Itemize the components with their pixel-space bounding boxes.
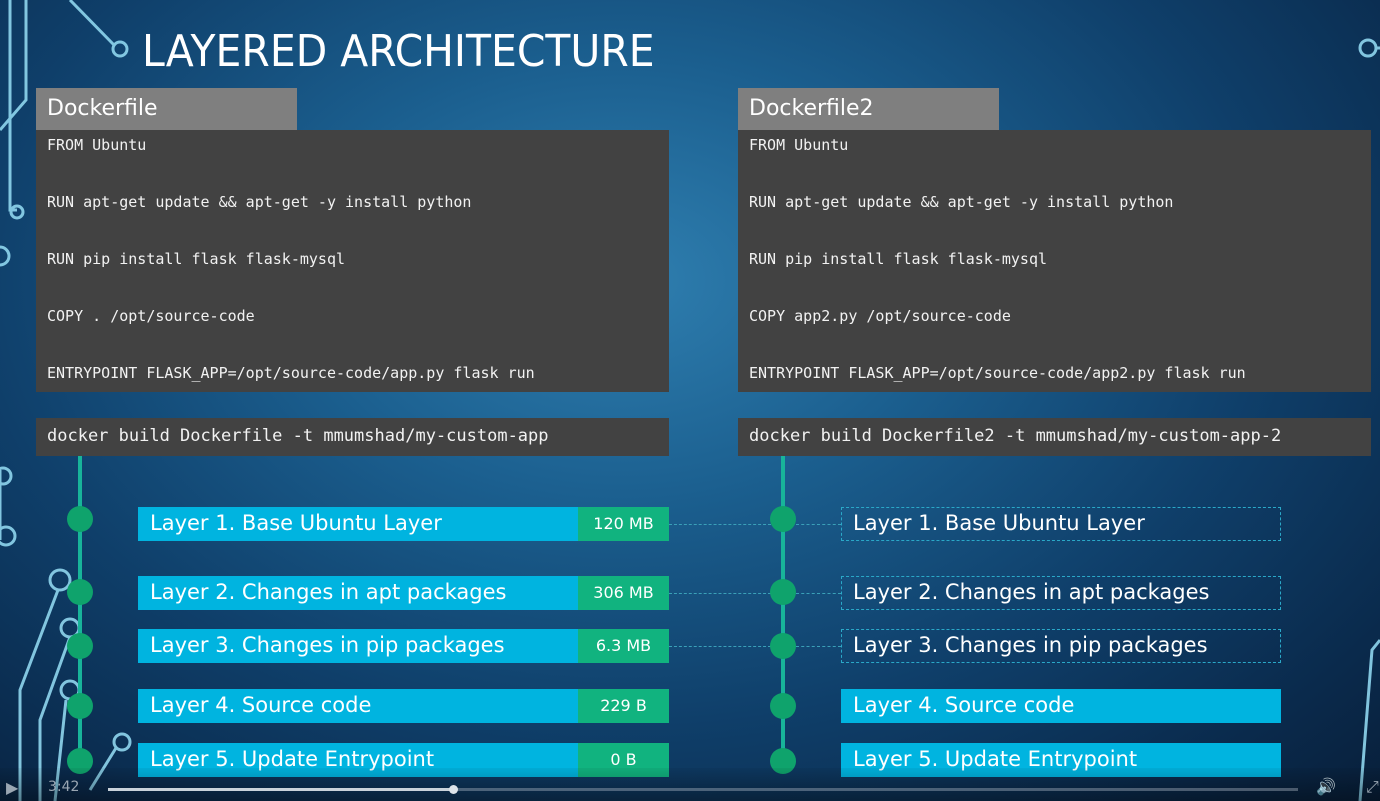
code-line: ENTRYPOINT FLASK_APP=/opt/source-code/ap… [47, 364, 535, 382]
progress-bar[interactable] [108, 788, 1298, 791]
cached-layer-label: Layer 1. Base Ubuntu Layer [841, 507, 1281, 541]
dockerfile2-tab: Dockerfile2 [738, 88, 999, 130]
cached-layer-label: Layer 3. Changes in pip packages [841, 629, 1281, 663]
layer-size: 0 B [578, 743, 669, 777]
build-command: docker build Dockerfile -t mmumshad/my-c… [36, 418, 669, 456]
code-line: RUN pip install flask flask-mysql [749, 250, 1048, 268]
layer-label: Layer 4. Source code [138, 689, 578, 723]
code-line: FROM Ubuntu [47, 136, 147, 154]
cached-layer-label: Layer 2. Changes in apt packages [841, 576, 1281, 610]
dockerfile2-code: FROM Ubuntu RUN apt-get update && apt-ge… [738, 130, 1371, 392]
code-line: ENTRYPOINT FLASK_APP=/opt/source-code/ap… [749, 364, 1246, 382]
layer-size: 229 B [578, 689, 669, 723]
layer-label: Layer 1. Base Ubuntu Layer [138, 507, 578, 541]
progress-handle[interactable] [449, 785, 459, 794]
layer-node [770, 579, 796, 605]
fullscreen-icon[interactable]: ⤢ [1366, 777, 1379, 796]
layer-node [67, 693, 93, 719]
slide-title: LAYERED ARCHITECTURE [142, 26, 655, 77]
cache-connector [796, 646, 841, 647]
code-line: FROM Ubuntu [749, 136, 849, 154]
playback-time: 3:42 [48, 779, 80, 795]
cache-connector [669, 593, 771, 594]
layer-node [770, 633, 796, 659]
layer-timeline [78, 456, 82, 768]
code-line: COPY . /opt/source-code [47, 307, 255, 325]
layer-label: Layer 4. Source code [841, 689, 1281, 723]
layer-label: Layer 3. Changes in pip packages [138, 629, 578, 663]
cache-connector [796, 593, 841, 594]
layer-node [770, 693, 796, 719]
dockerfile-tab: Dockerfile [36, 88, 297, 130]
code-line: RUN apt-get update && apt-get -y install… [749, 193, 1174, 211]
video-controls-bar [0, 768, 1380, 801]
layer-node [67, 506, 93, 532]
cache-connector [669, 524, 771, 525]
build-command-2: docker build Dockerfile2 -t mmumshad/my-… [738, 418, 1371, 456]
dockerfile-code: FROM Ubuntu RUN apt-get update && apt-ge… [36, 130, 669, 392]
layer-node [67, 633, 93, 659]
layer-timeline [781, 456, 785, 768]
layer-label: Layer 2. Changes in apt packages [138, 576, 578, 610]
layer-label: Layer 5. Update Entrypoint [841, 743, 1281, 777]
layer-node [67, 579, 93, 605]
volume-icon[interactable]: 🔊 [1316, 777, 1336, 796]
layer-size: 6.3 MB [578, 629, 669, 663]
layer-size: 306 MB [578, 576, 669, 610]
play-icon[interactable]: ▶ [6, 778, 19, 797]
code-line: RUN pip install flask flask-mysql [47, 250, 346, 268]
layer-node [770, 506, 796, 532]
layer-node [67, 748, 93, 774]
layer-node [770, 748, 796, 774]
code-line: RUN apt-get update && apt-get -y install… [47, 193, 472, 211]
code-line: COPY app2.py /opt/source-code [749, 307, 1011, 325]
progress-fill [108, 788, 454, 791]
layer-label: Layer 5. Update Entrypoint [138, 743, 578, 777]
cache-connector [669, 646, 771, 647]
layer-size: 120 MB [578, 507, 669, 541]
cache-connector [796, 524, 841, 525]
